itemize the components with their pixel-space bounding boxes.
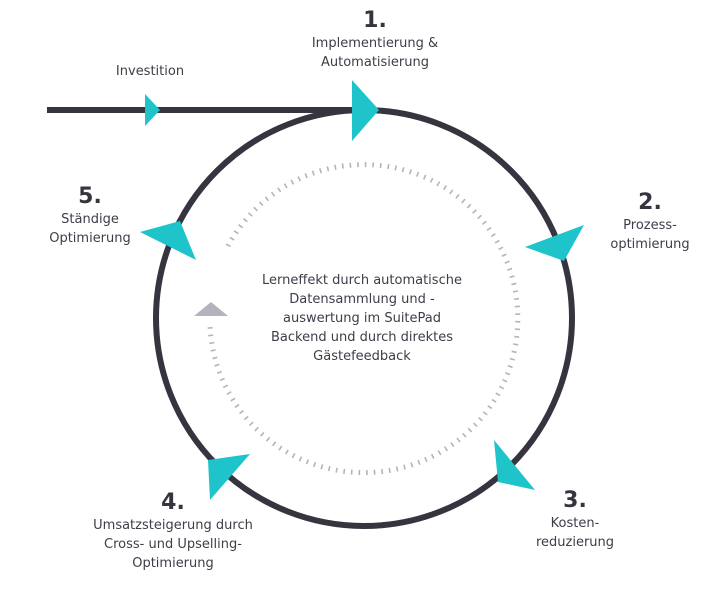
step-4-number: 4. — [161, 490, 185, 515]
step-2-number: 2. — [638, 190, 662, 215]
learning-dotted-arc — [207, 162, 521, 476]
entry-arrow-icon — [145, 94, 160, 126]
learning-arrow-icon — [194, 302, 228, 316]
step-1-text: Implementierung & Automatisierung — [311, 36, 439, 70]
entry-label: Investition — [95, 62, 205, 81]
step-5-number: 5. — [78, 184, 102, 209]
step-2-text: Prozess- optimierung — [610, 218, 690, 252]
step-3-label: 3. Kosten- reduzierung — [510, 488, 640, 552]
step-3-arrow-icon — [494, 440, 535, 490]
center-description: Lerneffekt durch automatische Datensamml… — [262, 273, 462, 364]
step-4-text: Umsatzsteigerung durch Cross- und Upsell… — [93, 518, 253, 571]
step-2-label: 2. Prozess- optimierung — [590, 190, 710, 254]
step-1-label: 1. Implementierung & Automatisierung — [275, 8, 475, 72]
entry-label-text: Investition — [115, 64, 185, 79]
step-1-arrow-icon — [352, 80, 379, 141]
step-3-text: Kosten- reduzierung — [535, 516, 615, 550]
step-4-label: 4. Umsatzsteigerung durch Cross- und Ups… — [68, 490, 278, 573]
step-2-arrow-icon — [525, 225, 584, 261]
step-3-number: 3. — [563, 488, 587, 513]
step-5-text: Ständige Optimierung — [49, 212, 131, 246]
step-4-arrow-icon — [208, 454, 250, 500]
step-5-arrow-icon — [140, 221, 196, 260]
step-5-label: 5. Ständige Optimierung — [30, 184, 150, 248]
step-1-number: 1. — [363, 8, 387, 33]
